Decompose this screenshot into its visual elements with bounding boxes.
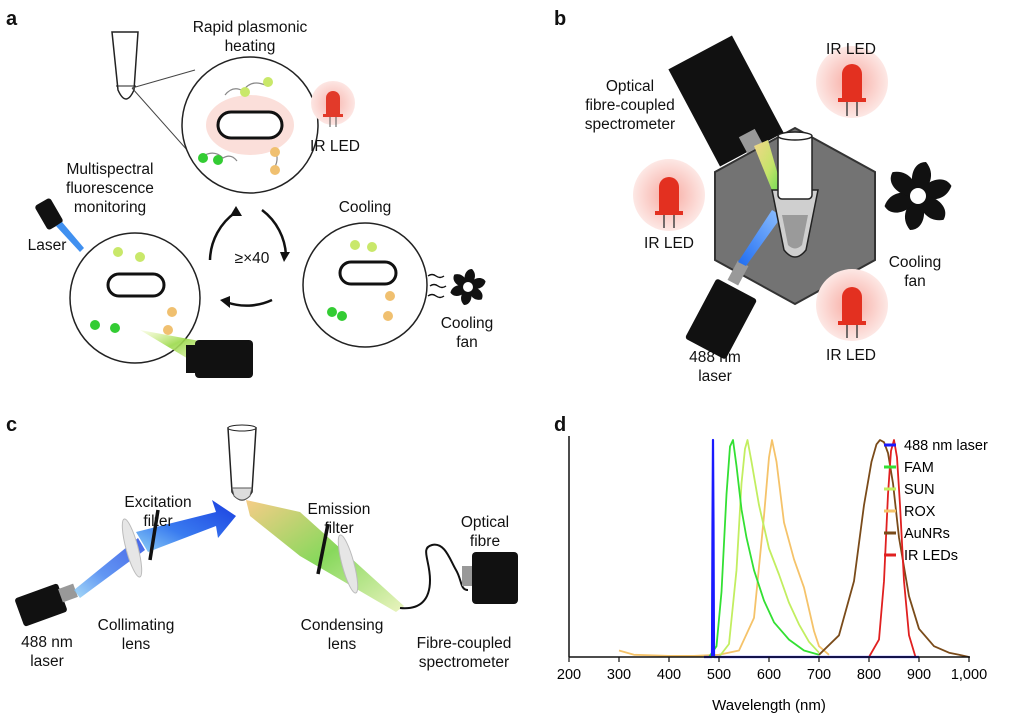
legend-label: 488 nm laser — [904, 438, 988, 454]
ir-led-icon-bottom — [838, 287, 866, 338]
x-tick-label: 700 — [807, 667, 831, 683]
panel-letter-b: b — [554, 8, 567, 30]
x-tick-label: 1,000 — [951, 667, 987, 683]
cooling-fan-icon — [450, 269, 486, 305]
panel-letter-d: d — [554, 414, 567, 436]
series-line-aunrs — [818, 439, 970, 658]
series-line-fam — [708, 439, 820, 658]
cooling-fan-icon — [884, 162, 952, 230]
panel-a-illustration — [35, 31, 486, 378]
collimating-lens-icon — [121, 518, 143, 578]
series-line-ir-leds — [868, 439, 917, 658]
spectra-chart: 200 300 400 500 600 700 800 900 1,000 Wavelength… — [557, 436, 988, 714]
airflow-icon — [427, 273, 447, 299]
legend-label: AuNRs — [904, 526, 950, 542]
x-tick-label: 300 — [607, 667, 631, 683]
series-line-488-nm-laser — [704, 438, 919, 659]
nanorod-icon — [216, 110, 284, 140]
x-tick-label: 500 — [707, 667, 731, 683]
legend-label: IR LEDs — [904, 548, 958, 564]
tube-icon — [771, 131, 819, 258]
panel-b-illustration — [633, 35, 952, 359]
excitation-beam-arrow — [136, 500, 236, 552]
panel-c-illustration — [15, 424, 518, 627]
optical-fibre-icon — [399, 543, 469, 610]
ir-led-label-bottom: IR LED — [826, 347, 876, 364]
spectrometer-icon — [462, 552, 518, 604]
ir-led-label-left: IR LED — [644, 235, 694, 252]
laser-label: Laser — [27, 237, 67, 254]
ir-led-icon-left — [655, 177, 683, 228]
x-tick-label: 800 — [857, 667, 881, 683]
legend-label: ROX — [904, 504, 936, 520]
laser-icon — [35, 198, 84, 252]
legend-label: FAM — [904, 460, 934, 476]
x-tick-label: 400 — [657, 667, 681, 683]
cycle-count-label: ≥×40 — [234, 250, 270, 267]
emission-filter-icon — [316, 523, 330, 575]
excitation-filter-icon — [148, 509, 160, 561]
x-tick-label: 600 — [757, 667, 781, 683]
series-line-rox — [618, 439, 830, 657]
cooling-label: Cooling — [338, 199, 392, 216]
laser-icon — [685, 260, 757, 359]
ir-led-label-top: IR LED — [826, 41, 876, 58]
panel-letter-c: c — [6, 414, 18, 436]
tube-icon — [111, 31, 139, 100]
panel-letter-a: a — [6, 8, 18, 30]
legend-label: SUN — [904, 482, 935, 498]
ir-led-icon-top — [838, 64, 866, 116]
laser-icon — [15, 583, 78, 627]
tube-icon — [227, 424, 257, 501]
series-line-sun — [718, 439, 820, 658]
ir-led-label: IR LED — [310, 138, 360, 155]
x-axis-label: Wavelength (nm) — [712, 697, 826, 714]
camera-icon — [186, 340, 253, 378]
x-tick-label: 200 — [557, 667, 581, 683]
condensing-lens-icon — [337, 534, 359, 594]
ir-led-icon — [323, 91, 343, 127]
x-tick-label: 900 — [907, 667, 931, 683]
